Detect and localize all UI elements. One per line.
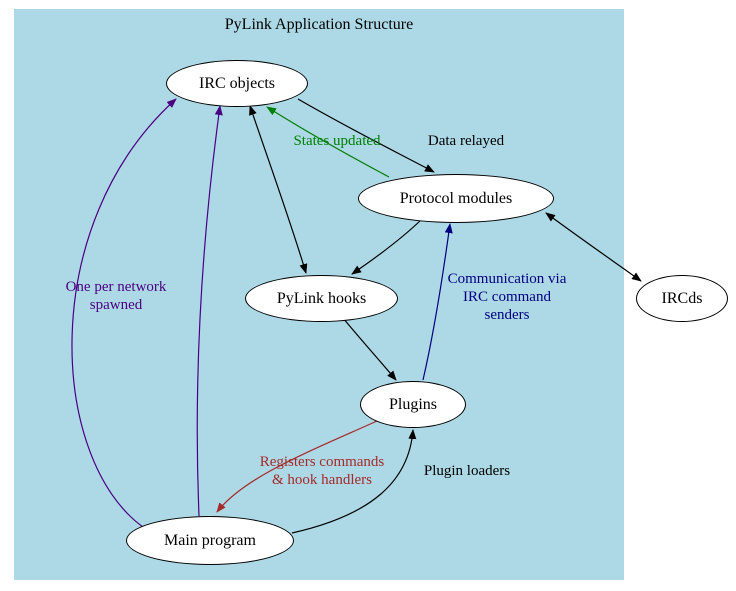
edge-states-updated: [266, 106, 390, 178]
node-protocol-modules-label: Protocol modules: [399, 189, 513, 207]
edge-one-per-network-inner: [196, 105, 223, 517]
edge-protocol-modules-pylink-hooks: [351, 219, 422, 275]
node-ircds-label: IRCds: [661, 289, 703, 307]
node-irc-objects: IRC objects: [166, 60, 308, 107]
edge-label-states-updated: States updated: [293, 133, 381, 149]
edge-pylink-hooks-plugins: [342, 317, 397, 381]
edge-registers-commands: [216, 420, 378, 513]
node-pylink-hooks: PyLink hooks: [245, 275, 398, 322]
edge-label-communication: Communication via IRC command senders: [447, 271, 567, 323]
node-pylink-hooks-label: PyLink hooks: [276, 289, 367, 307]
edge-label-plugin-loaders: Plugin loaders: [423, 463, 511, 479]
node-plugins-label: Plugins: [388, 395, 437, 413]
edge-label-one-per-network: One per network spawned: [65, 279, 167, 313]
node-main-program: Main program: [126, 516, 294, 565]
edge-one-per-network-outer: [71, 98, 177, 528]
node-plugins: Plugins: [360, 381, 466, 428]
edge-label-data-relayed: Data relayed: [427, 133, 505, 149]
edge-communication: [422, 223, 453, 381]
edge-protocol-modules-ircds: [545, 212, 642, 282]
edge-irc-objects-pylink-hooks: [249, 105, 308, 274]
node-protocol-modules: Protocol modules: [358, 174, 554, 223]
diagram-title: PyLink Application Structure: [224, 16, 414, 33]
node-ircds: IRCds: [636, 275, 728, 322]
edge-data-relayed: [297, 98, 435, 173]
node-irc-objects-label: IRC objects: [199, 74, 275, 92]
edge-plugin-loaders: [291, 429, 417, 534]
edge-label-registers-commands: Registers commands & hook handlers: [259, 454, 385, 488]
node-main-program-label: Main program: [164, 531, 256, 549]
